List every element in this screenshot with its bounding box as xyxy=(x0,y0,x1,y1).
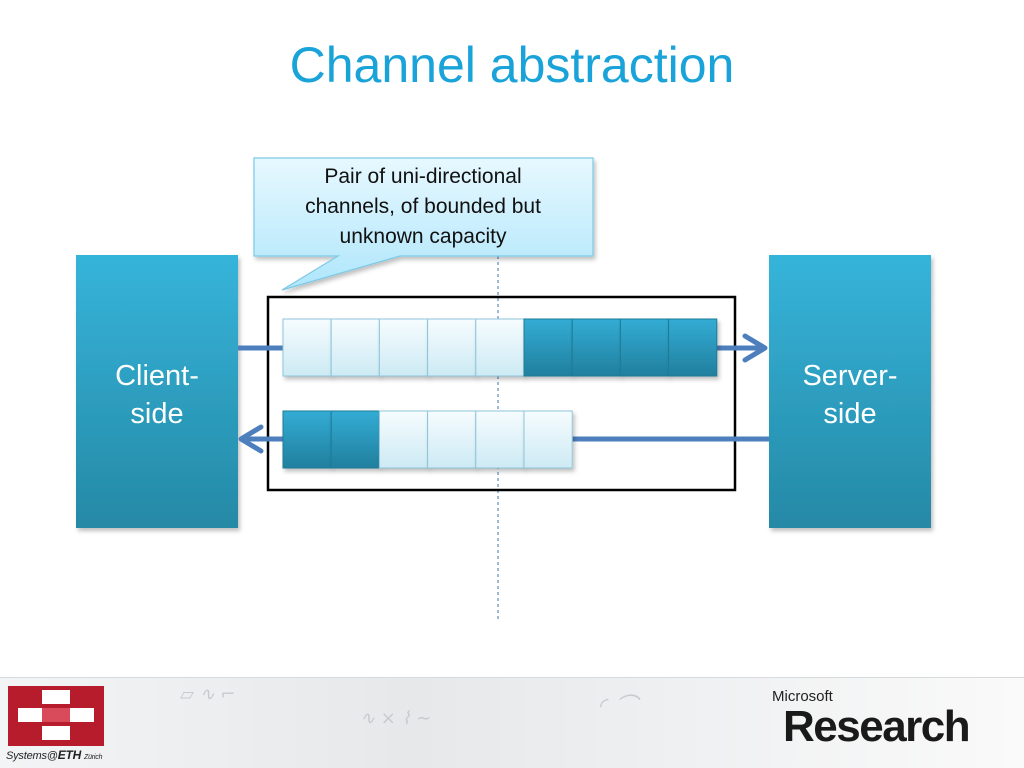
server-label-line: Server- xyxy=(802,360,898,392)
callout-text: Pair of uni-directional channels, of bou… xyxy=(256,162,590,252)
channel-slot-full xyxy=(668,318,718,377)
channel-slot-empty xyxy=(282,318,332,377)
channel-slot-empty xyxy=(475,318,525,377)
client-side-label: Client- side xyxy=(76,357,238,433)
eth-at-text: @ xyxy=(46,750,58,762)
arrow-right-icon xyxy=(742,333,768,363)
channel-slot-full xyxy=(330,410,380,469)
channel-slot-empty xyxy=(378,410,429,469)
callout-line: channels, of bounded but xyxy=(305,195,541,218)
eth-city-text: Zürich xyxy=(84,754,103,761)
arrow-left-icon xyxy=(238,424,264,454)
eth-name-text: ETH xyxy=(57,748,82,762)
channel-server-to-client xyxy=(282,410,573,469)
footer-background-scribble: ◜ ⌒ xyxy=(600,694,638,719)
server-side-label: Server- side xyxy=(769,357,931,433)
channel-client-to-server xyxy=(282,318,718,377)
microsoft-wordmark: Microsoft xyxy=(772,688,833,705)
eth-systems-text: Systems xyxy=(6,750,47,762)
callout-bubble xyxy=(253,157,594,291)
footer-banner: ▱ ∿ ⌐ ∿ ⨯ ⌇ ∼ ◜ ⌒ xyxy=(0,678,1024,768)
channel-slot-empty xyxy=(330,318,380,377)
callout-line: unknown capacity xyxy=(339,225,507,248)
client-label-line: Client- xyxy=(115,360,199,392)
channel-slot-empty xyxy=(427,410,477,469)
eth-cross-logo xyxy=(8,686,104,746)
channel-slot-empty xyxy=(475,410,525,469)
client-label-line: side xyxy=(130,398,184,430)
server-side-box xyxy=(769,255,931,528)
channel-diagram xyxy=(76,157,931,620)
channel-slot-full xyxy=(282,410,332,469)
callout-line: Pair of uni-directional xyxy=(324,165,522,188)
channel-slot-empty xyxy=(378,318,429,377)
client-side-box xyxy=(76,255,238,528)
channel-slot-full xyxy=(523,318,573,377)
channel-slot-full xyxy=(571,318,621,377)
server-label-line: side xyxy=(823,398,877,430)
channel-slot-full xyxy=(619,318,670,377)
channel-container xyxy=(266,295,737,492)
footer-background-scribble: ∿ ⨯ ⌇ ∼ xyxy=(360,708,432,729)
research-wordmark: Research xyxy=(783,702,971,751)
slide-title: Channel abstraction xyxy=(289,37,735,93)
eth-caption: Systems@ETH Zürich xyxy=(6,748,102,762)
channel-slot-empty xyxy=(523,410,573,469)
channel-slot-empty xyxy=(427,318,477,377)
footer-background-scribble: ▱ ∿ ⌐ xyxy=(180,684,236,705)
